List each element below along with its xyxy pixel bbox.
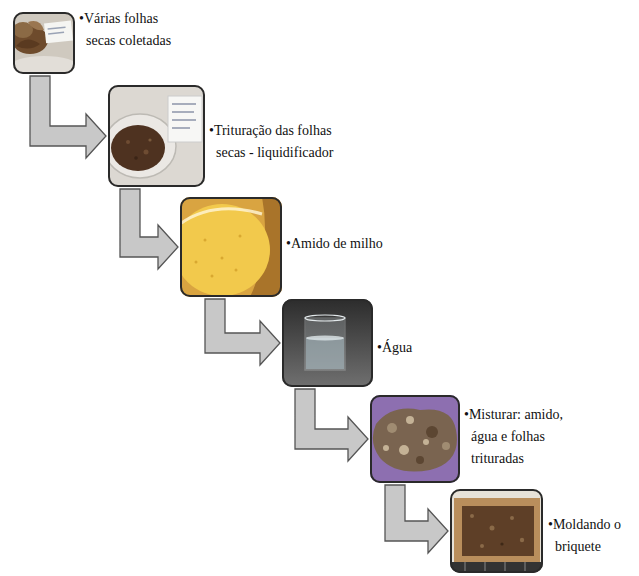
step-label: •Água: [377, 337, 457, 359]
step-caption: •Água: [377, 337, 457, 359]
photo-frame: [108, 85, 205, 187]
step-caption: •Misturar: amido, água e folhas triturad…: [464, 404, 582, 470]
corn-starch-photo: [180, 197, 282, 297]
photo-frame: [370, 395, 460, 483]
step-caption: •Moldando o briquete: [548, 514, 632, 558]
photo-frame: [13, 12, 75, 74]
flow-arrow: [205, 299, 280, 365]
step-label: •Trituração das folhas secas - liquidifi…: [209, 120, 351, 164]
water-glass-photo: [282, 299, 373, 387]
step-node: •Moldando o briquete: [450, 489, 632, 573]
ground-leaves-photo: [108, 85, 205, 187]
step-caption: •Amido de milho: [286, 233, 416, 255]
flow-arrow: [120, 189, 178, 269]
step-caption: •Trituração das folhas secas - liquidifi…: [209, 120, 351, 164]
photo-frame: [450, 489, 543, 573]
mixture-photo: [370, 395, 460, 483]
step-label: •Misturar: amido, água e folhas triturad…: [464, 404, 582, 470]
flow-arrow: [295, 389, 368, 461]
flow-arrow: [385, 485, 448, 553]
dry-leaves-photo: [13, 12, 75, 74]
step-label: •Amido de milho: [286, 233, 416, 255]
flow-arrow: [30, 76, 106, 158]
step-node: •Trituração das folhas secas - liquidifi…: [108, 85, 351, 187]
step-node: •Várias folhas secas coletadas: [13, 12, 187, 74]
photo-frame: [282, 299, 373, 387]
briquette-mold-photo: [450, 489, 543, 573]
step-node: •Água: [282, 299, 457, 387]
step-label: •Moldando o briquete: [548, 514, 632, 558]
photo-frame: [180, 197, 282, 297]
step-node: •Misturar: amido, água e folhas triturad…: [370, 395, 582, 483]
step-node: •Amido de milho: [180, 197, 416, 297]
step-label: •Várias folhas secas coletadas: [79, 8, 187, 52]
step-caption: •Várias folhas secas coletadas: [79, 8, 187, 52]
